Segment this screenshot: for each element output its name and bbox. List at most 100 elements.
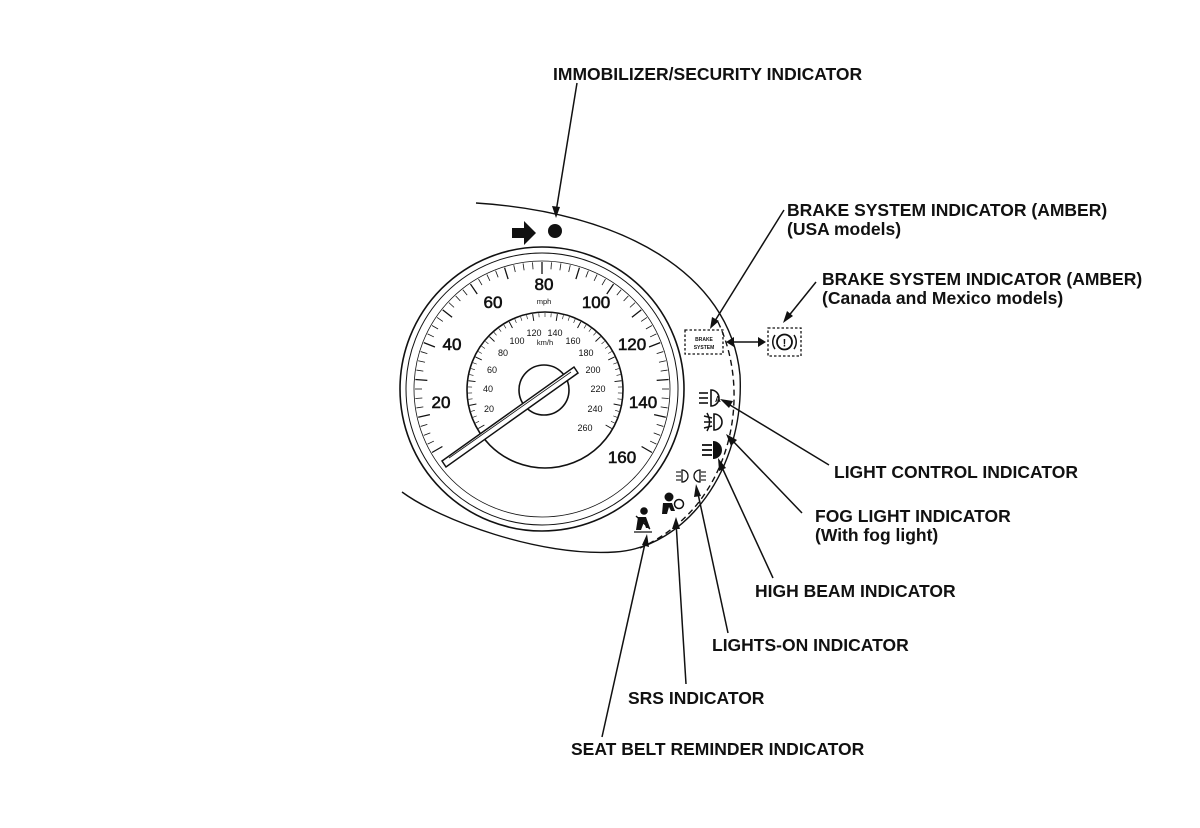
minor-tick [420,423,428,427]
minor-tick [478,278,483,286]
minor-tick [550,262,552,270]
minor-tick [601,278,606,286]
seat-belt-indicator-icon [634,507,652,533]
minor-tick [436,317,444,322]
minor-tick [588,328,592,332]
kmh-label: 120 [526,328,541,338]
lights-on-indicator-icon [676,469,706,483]
kmh-label: 40 [483,384,493,394]
minor-tick [481,346,486,349]
brake-lamp-text: BRAKE [695,337,713,343]
indicator-zone-arc [639,321,735,549]
major-tick [595,336,601,342]
minor-tick [472,415,477,418]
major-tick [656,378,669,382]
minor-tick [608,351,612,354]
major-tick [469,283,478,295]
callout-labels: IMMOBILIZER/SECURITY INDICATOR BRAKE SYS… [553,64,1142,759]
needle-centerline [448,371,572,459]
callout-seat-belt: SEAT BELT REMINDER INDICATOR [571,739,865,759]
minor-tick [495,270,499,278]
callout-srs: SRS INDICATOR [628,688,765,708]
minor-tick [427,333,435,338]
major-tick [415,378,428,382]
minor-tick [532,262,534,270]
mph-label: 40 [443,335,462,354]
kmh-label: 260 [577,423,592,433]
callout-light-control: LIGHT CONTROL INDICATOR [834,462,1078,482]
minor-tick [658,360,666,363]
callout-fog-light: FOG LIGHT INDICATOR [815,506,1011,526]
alternate-arrow-icon [726,337,766,347]
minor-tick [616,374,621,376]
minor-tick [601,341,605,345]
minor-tick [573,319,576,323]
major-tick [469,403,477,406]
kmh-ring [466,311,624,469]
minor-tick [583,324,587,329]
leader-lines [552,82,830,738]
minor-tick [567,316,570,321]
mph-scale: 20 40 60 80 100 120 140 160 [431,275,657,468]
callout-immobilizer: IMMOBILIZER/SECURITY INDICATOR [553,64,863,84]
brake-exclamation: ! [783,338,787,350]
minor-tick [629,302,636,308]
minor-tick [660,369,668,372]
major-tick [532,313,535,321]
speedometer: 20 40 60 80 100 120 140 160 mph 20 40 60… [399,246,685,532]
minor-tick [513,265,516,273]
minor-tick [448,302,455,308]
minor-tick [645,325,653,330]
speedometer-bezel-ring [405,252,679,526]
minor-tick [615,410,620,412]
major-tick [614,380,622,383]
minor-tick [478,351,482,354]
minor-tick [415,397,423,399]
minor-tick [472,362,477,365]
speedometer-needle [440,365,580,469]
brake-system-canada-indicator-icon: ! [767,327,802,357]
minor-tick [455,295,461,302]
mph-label: 20 [432,393,451,412]
minor-tick [420,351,428,355]
minor-tick [520,316,523,321]
turn-signal-arrow-icon [512,221,536,245]
minor-tick [604,346,609,349]
kmh-tick-marks [468,313,622,429]
minor-tick [427,440,435,445]
minor-tick [462,289,468,296]
mph-unit: mph [537,297,552,306]
major-tick [431,445,443,454]
speedometer-face-edge [413,260,671,518]
minor-tick [470,410,475,412]
major-tick [508,321,513,329]
minor-tick [613,415,618,418]
callout-brake-usa: BRAKE SYSTEM INDICATOR (AMBER) [787,200,1107,220]
minor-tick [616,289,622,296]
callout-fog-light-note: (With fog light) [815,525,938,545]
immobilizer-indicator-icon [548,224,562,238]
minor-tick [416,369,424,372]
kmh-label: 140 [547,328,562,338]
kmh-unit: km/h [537,338,553,347]
major-tick [653,413,666,418]
major-tick [605,424,612,429]
mph-label: 160 [608,448,636,467]
kmh-label: 100 [509,336,524,346]
minor-tick [526,315,528,320]
major-tick [468,380,476,383]
kmh-label: 220 [590,384,605,394]
minor-tick [585,270,589,278]
minor-tick [493,332,497,336]
kmh-scale: 20 40 60 80 100 120 140 160 180 200 220 … [483,328,606,433]
major-tick [489,336,495,342]
major-tick [641,445,653,454]
minor-tick [486,274,491,282]
minor-tick [469,374,474,376]
callout-brake-canada: BRAKE SYSTEM INDICATOR (AMBER) [822,269,1142,289]
mph-label: 80 [535,275,554,294]
major-tick [606,283,615,295]
minor-tick [649,440,657,445]
kmh-label: 80 [498,348,508,358]
major-tick [631,309,642,318]
